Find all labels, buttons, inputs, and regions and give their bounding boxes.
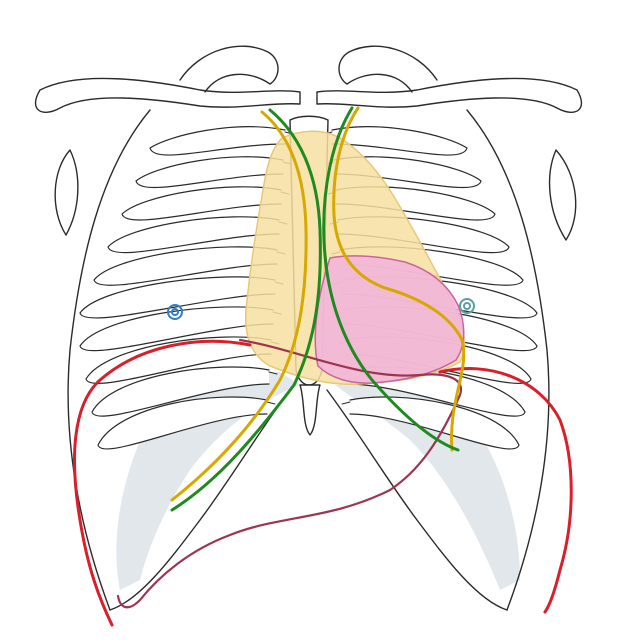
marker-left — [167, 304, 183, 320]
rib-left-7 — [79, 306, 274, 352]
clavicle-right — [316, 77, 583, 113]
green-line-right — [322, 106, 460, 452]
costal-cartilage-left-9 — [268, 371, 278, 375]
lower-margin-left — [109, 389, 291, 611]
marker-left-inner — [171, 308, 179, 316]
marker-right — [459, 298, 475, 314]
overlay-layer — [73, 106, 573, 627]
ribs-left — [79, 126, 294, 450]
scapula-left — [54, 149, 79, 236]
rib-left-8 — [85, 336, 272, 384]
xiphoid-process — [299, 384, 321, 436]
rib-left-1 — [149, 126, 286, 156]
scapula-right — [548, 149, 577, 241]
rib-left-5 — [93, 246, 278, 286]
rib-left-3 — [121, 186, 282, 221]
rib-left-10 — [97, 396, 268, 450]
first-rib-right — [338, 45, 438, 93]
rib-right-10 — [349, 396, 520, 450]
marker-right-inner — [463, 302, 471, 310]
green-line-left — [170, 108, 322, 512]
rib-cage-outline-right — [466, 109, 550, 611]
rib-left-9 — [91, 366, 270, 417]
costal-cartilage-left-10 — [266, 401, 276, 405]
rib-cage-outline-left — [67, 109, 151, 611]
red-line — [73, 339, 573, 627]
rib-right-1 — [331, 126, 468, 156]
lower-margin-right — [326, 389, 508, 611]
rib-left-4 — [107, 216, 280, 254]
first-rib-left — [179, 45, 279, 93]
clavicle-left — [34, 77, 301, 113]
maroon-line — [116, 338, 463, 609]
yellow-line-left — [170, 110, 308, 502]
costal-cartilage-right-10 — [341, 401, 351, 405]
rib-left-6 — [79, 276, 276, 319]
yellow-line-right — [332, 106, 466, 452]
rib-left-2 — [135, 156, 284, 189]
